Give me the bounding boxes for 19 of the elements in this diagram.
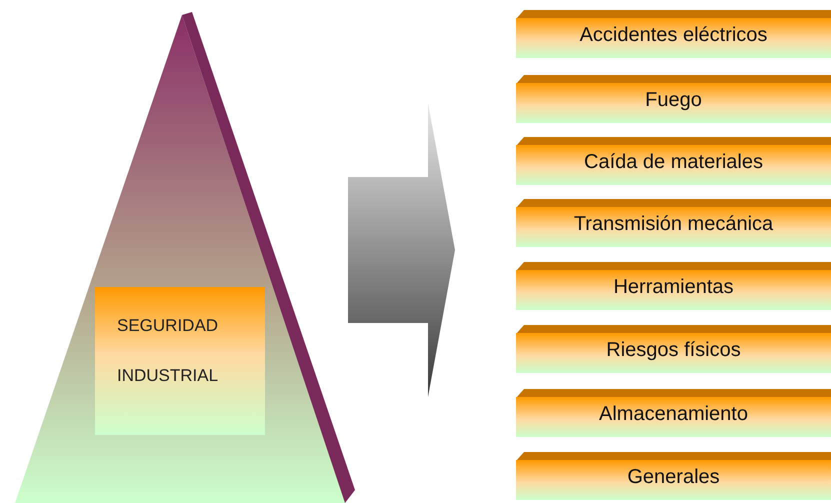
- category-box: [516, 452, 831, 500]
- category-label: Riesgos físicos: [605, 339, 742, 362]
- category-label: Generales: [626, 466, 721, 489]
- category-label: Caída de materiales: [583, 151, 764, 174]
- title-box: [95, 287, 265, 435]
- category-box: [516, 199, 831, 247]
- category-box: [516, 137, 831, 185]
- title-text: SEGURIDAD INDUSTRIAL: [117, 315, 220, 387]
- category-label: Fuego: [644, 89, 703, 112]
- category-box: [516, 75, 831, 123]
- category-box: [516, 10, 831, 58]
- category-box: [516, 325, 831, 373]
- category-label: Herramientas: [612, 276, 735, 299]
- category-label: Almacenamiento: [598, 403, 749, 426]
- category-box: [516, 262, 831, 310]
- block-arrow: [348, 103, 455, 397]
- category-box: [516, 389, 831, 437]
- category-label: Transmisión mecánica: [572, 213, 774, 236]
- category-label: Accidentes eléctricos: [578, 24, 768, 47]
